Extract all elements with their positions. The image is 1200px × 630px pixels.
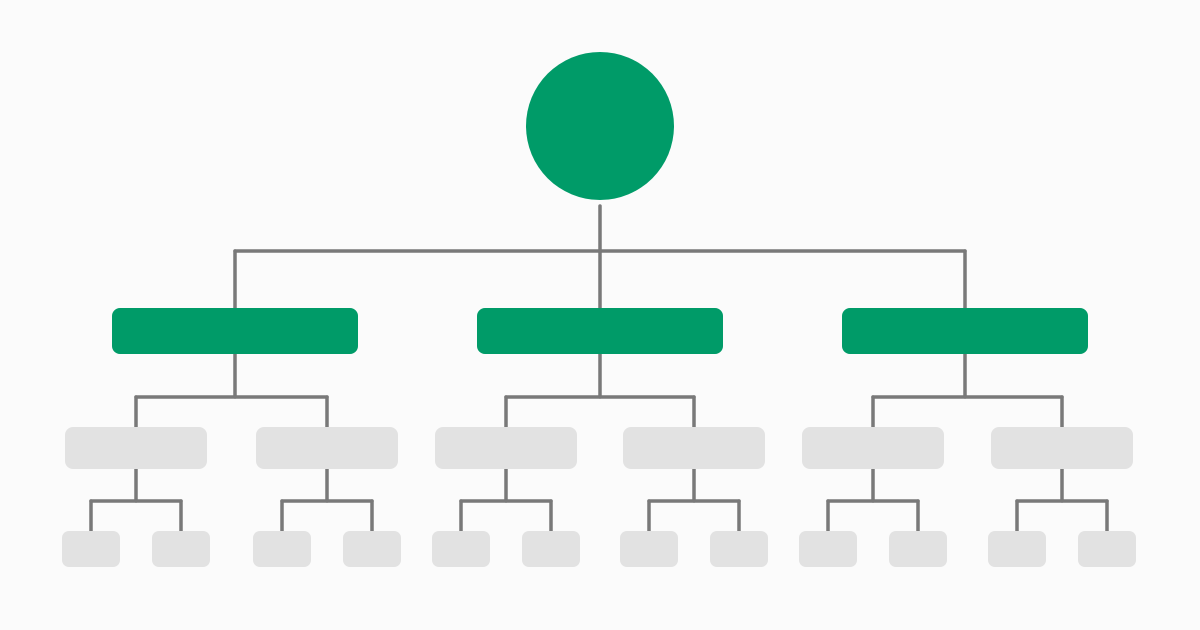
level2-node-2-1	[435, 427, 577, 469]
level2-node-1-2	[256, 427, 398, 469]
nodes-layer	[62, 52, 1136, 567]
level3-node-2-2-1	[620, 531, 678, 567]
level1-node-3	[842, 308, 1088, 354]
level3-node-1-2-2	[343, 531, 401, 567]
root-node	[526, 52, 674, 200]
level2-node-3-2	[991, 427, 1133, 469]
level1-node-2	[477, 308, 723, 354]
level3-node-2-2-2	[710, 531, 768, 567]
level3-node-3-1-2	[889, 531, 947, 567]
level3-node-1-1-1	[62, 531, 120, 567]
level3-node-1-2-1	[253, 531, 311, 567]
level3-node-3-2-1	[988, 531, 1046, 567]
level3-node-1-1-2	[152, 531, 210, 567]
level2-node-2-2	[623, 427, 765, 469]
level3-node-3-2-2	[1078, 531, 1136, 567]
level3-node-2-1-2	[522, 531, 580, 567]
level3-node-3-1-1	[799, 531, 857, 567]
level2-node-3-1	[802, 427, 944, 469]
level3-node-2-1-1	[432, 531, 490, 567]
connectors-layer	[89, 204, 1109, 533]
level2-node-1-1	[65, 427, 207, 469]
level1-node-1	[112, 308, 358, 354]
